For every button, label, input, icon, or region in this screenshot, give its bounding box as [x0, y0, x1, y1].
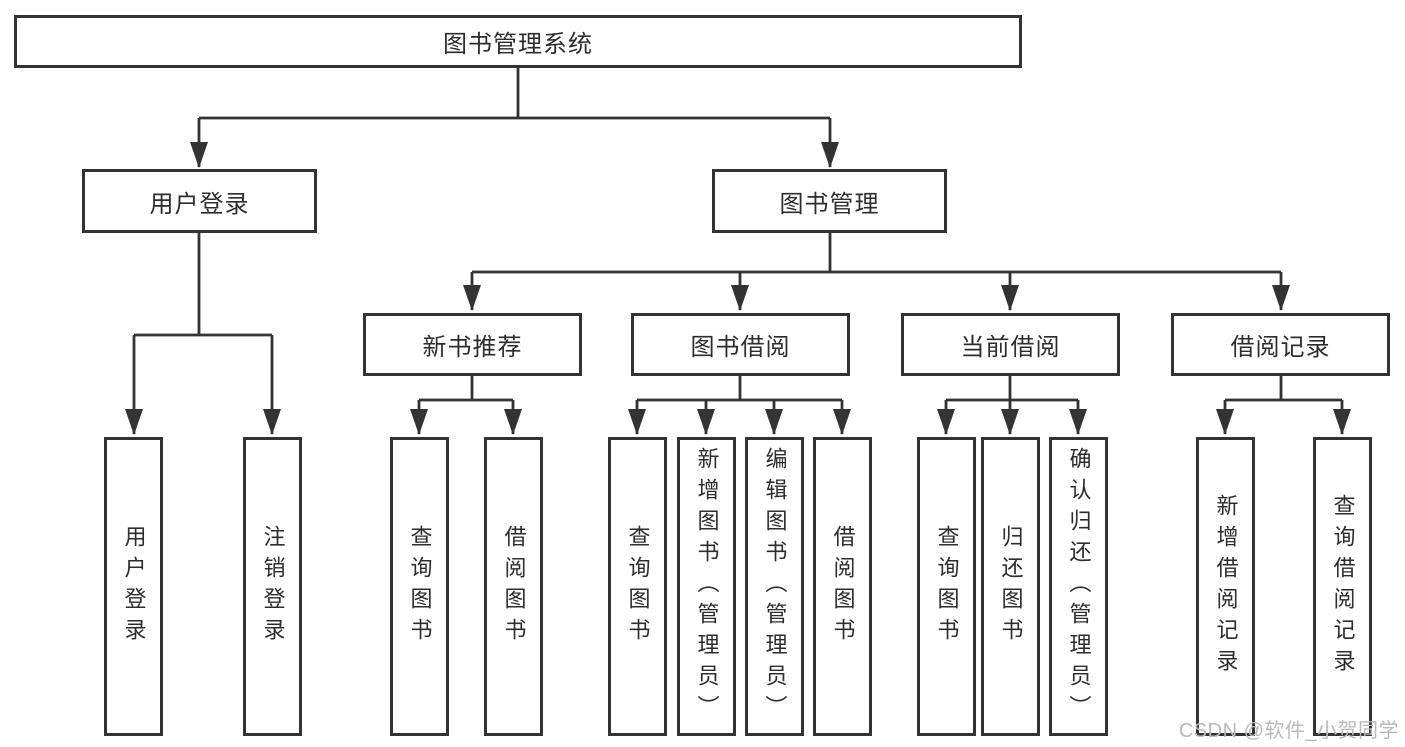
- leaf-current-query-books-label: 查询图书: [934, 524, 960, 649]
- leaf-borrow-books-label: 借阅图书: [830, 524, 856, 649]
- leaf-recommend-query-books-label: 查询图书: [407, 524, 433, 649]
- leaf-recommend-borrow-books: 借阅图书: [484, 437, 543, 736]
- node-book-borrow: 图书借阅: [631, 313, 850, 376]
- leaf-logout-label: 注销登录: [260, 524, 286, 649]
- leaf-borrow-query-books-label: 查询图书: [625, 524, 651, 649]
- leaf-recommend-query-books: 查询图书: [390, 437, 449, 736]
- leaf-query-borrow-record-label: 查询借阅记录: [1330, 493, 1356, 680]
- leaf-logout: 注销登录: [243, 437, 302, 736]
- node-book-management: 图书管理: [712, 169, 947, 233]
- leaf-add-books-admin-label: 新增图书（管理员）: [694, 447, 720, 726]
- leaf-current-query-books: 查询图书: [917, 437, 976, 736]
- leaf-user-login: 用户登录: [104, 437, 163, 736]
- leaf-confirm-return-admin: 确认归还（管理员）: [1049, 437, 1108, 736]
- node-user-login-label: 用户登录: [149, 190, 250, 218]
- leaf-edit-books-admin: 编辑图书（管理员）: [745, 437, 804, 736]
- leaf-add-books-admin: 新增图书（管理员）: [677, 437, 736, 736]
- node-book-borrow-label: 图书借阅: [690, 334, 791, 361]
- node-book-management-label: 图书管理: [779, 190, 880, 218]
- node-user-login: 用户登录: [82, 169, 317, 233]
- node-borrow-records: 借阅记录: [1171, 313, 1390, 376]
- leaf-add-borrow-record: 新增借阅记录: [1196, 437, 1255, 736]
- node-root: 图书管理系统: [14, 15, 1022, 68]
- leaf-query-borrow-record: 查询借阅记录: [1313, 437, 1372, 736]
- csdn-watermark: CSDN @软件_小贺同学: [1178, 720, 1399, 742]
- leaf-borrow-query-books: 查询图书: [608, 437, 667, 736]
- node-root-label: 图书管理系统: [443, 31, 593, 58]
- leaf-return-books: 归还图书: [981, 437, 1040, 736]
- node-new-book-recommend-label: 新书推荐: [422, 334, 523, 361]
- leaf-user-login-label: 用户登录: [121, 524, 147, 649]
- node-current-borrow: 当前借阅: [901, 313, 1120, 376]
- leaf-add-borrow-record-label: 新增借阅记录: [1213, 493, 1239, 680]
- node-current-borrow-label: 当前借阅: [960, 334, 1061, 361]
- node-new-book-recommend: 新书推荐: [363, 313, 582, 376]
- leaf-confirm-return-admin-label: 确认归还（管理员）: [1066, 447, 1092, 726]
- leaf-return-books-label: 归还图书: [998, 524, 1024, 649]
- node-borrow-records-label: 借阅记录: [1230, 334, 1331, 361]
- leaf-edit-books-admin-label: 编辑图书（管理员）: [762, 447, 788, 726]
- leaf-borrow-books: 借阅图书: [813, 437, 872, 736]
- leaf-recommend-borrow-books-label: 借阅图书: [501, 524, 527, 649]
